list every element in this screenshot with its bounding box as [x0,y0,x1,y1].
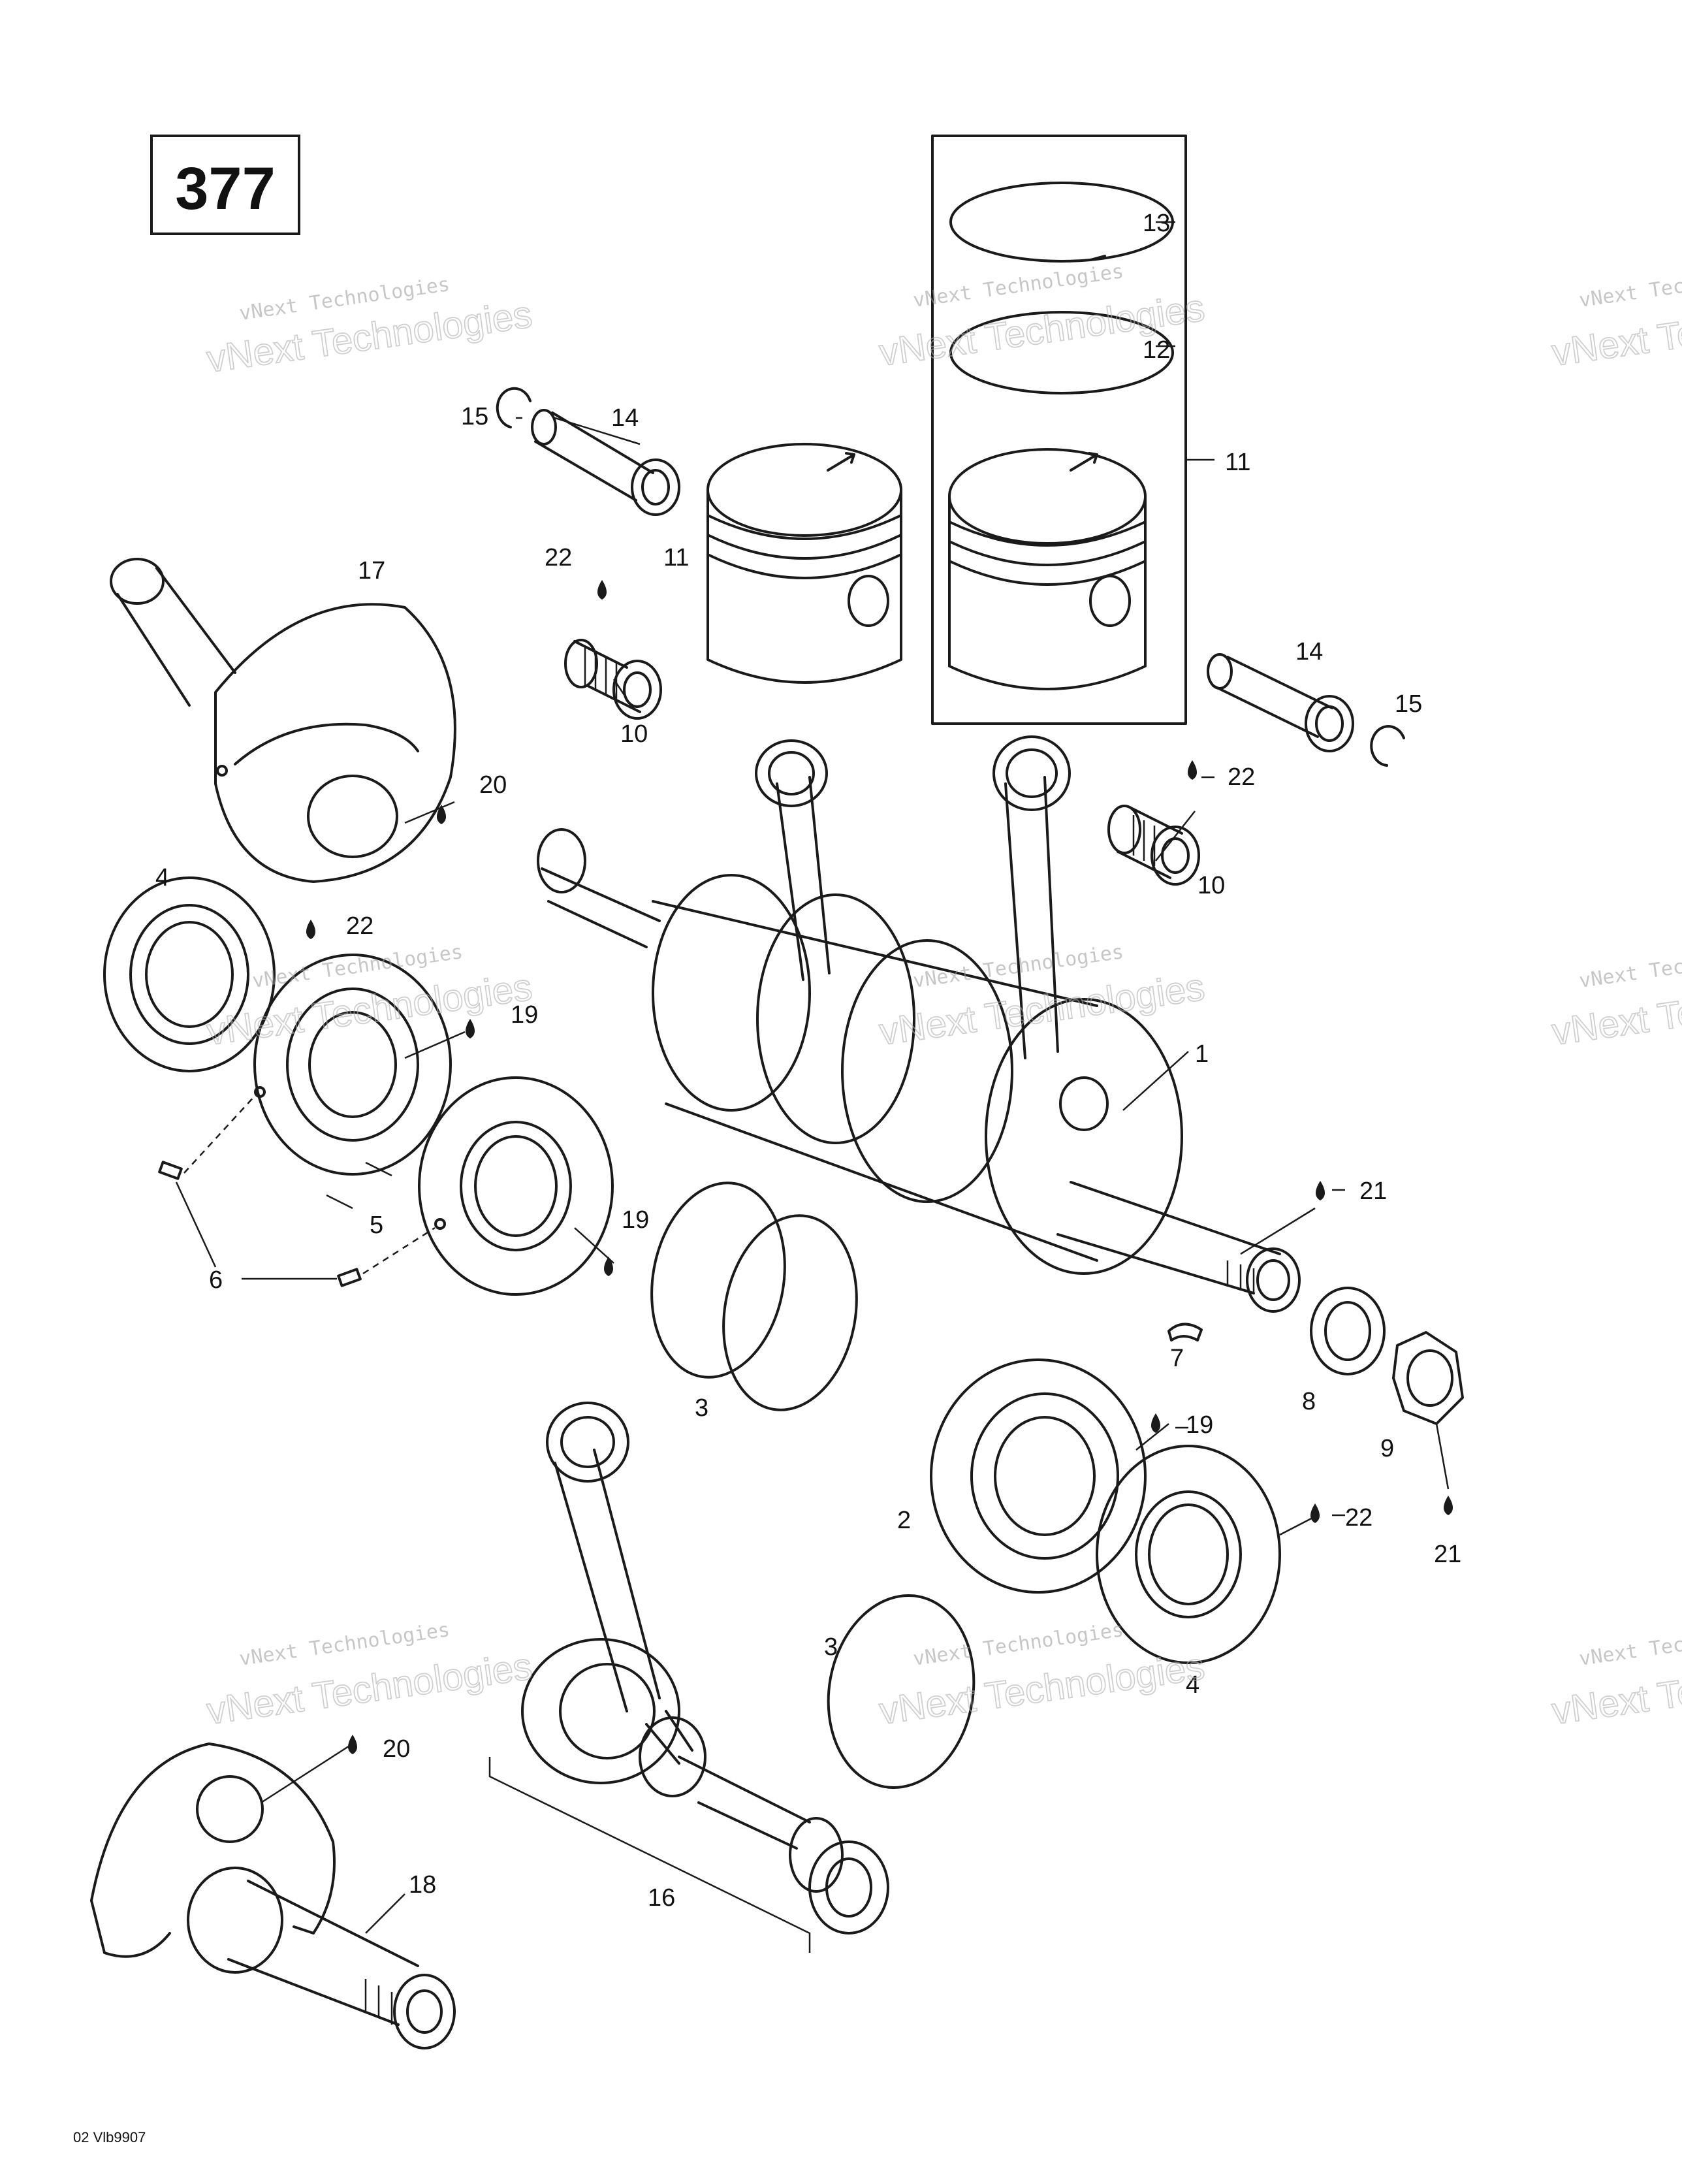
oil-seal-4-left [103,876,276,1072]
callout-21-bottom: 21 [1434,1541,1461,1568]
callout-10-left: 10 [620,720,648,748]
callout-2: 2 [897,1507,911,1534]
callout-5: 5 [370,1212,383,1239]
callout-16: 16 [648,1884,675,1912]
page-number: 377 [175,155,276,222]
callout-4-right: 4 [1186,1671,1199,1699]
callout-12: 12 [1143,336,1170,364]
ball-bearing-5 [253,954,452,1176]
callout-19-bottom: 19 [622,1206,649,1234]
callout-4-left: 4 [155,864,169,891]
needle-bearing-10-left [564,639,662,720]
o-ring-3-upper [650,1181,858,1411]
woodruff-key-7 [1167,1323,1203,1341]
page-number-box: 377 [150,135,300,235]
callout-22-bottom: 22 [1345,1504,1373,1532]
ball-bearing-19-left [418,1076,614,1296]
callout-14-right: 14 [1295,638,1323,666]
hex-nut-9 [1392,1331,1464,1425]
watermark-text: vNext Technologies [1578,260,1682,312]
callout-11-kit: 11 [1225,449,1250,476]
callout-6: 6 [209,1266,223,1294]
piston-ring-13 [949,182,1174,263]
piston-11 [706,443,902,684]
callout-20-bottom: 20 [383,1735,410,1763]
callout-19-top: 19 [511,1001,538,1029]
leader-lines [175,221,1450,1934]
oil-seal-4-right [1096,1445,1281,1664]
circlip-15-right [1370,725,1405,767]
ball-bearing-2 [930,1358,1147,1594]
callout-13: 13 [1143,210,1170,237]
callout-15-right: 15 [1395,690,1422,718]
lock-washer-8 [1310,1287,1386,1375]
o-ring-3-lower [827,1594,976,1789]
dowel-pin-6-top [158,1094,257,1180]
callout-22-left: 22 [346,912,373,940]
piston-ring-12 [949,311,1174,394]
watermark-text: vNext Technologies [1578,940,1682,993]
callout-17: 17 [358,557,385,585]
callout-7: 7 [1170,1345,1184,1372]
footer-code: 02 Vlb9907 [73,2129,146,2145]
callout-15-left: 15 [461,403,488,430]
callout-22-top: 22 [545,544,572,571]
callout-3-lower: 3 [824,1633,838,1661]
callout-19-right: 19 [1186,1411,1213,1439]
connecting-rod-kit-16 [488,1402,889,1953]
crankshaft-assembly-1 [537,735,1301,1313]
callout-11-piston: 11 [663,544,689,571]
callout-1: 1 [1195,1040,1209,1068]
dowel-pin-6-bottom [337,1227,436,1287]
callout-14-left: 14 [611,404,639,432]
callout-8: 8 [1302,1388,1316,1415]
callout-22-right: 22 [1228,763,1255,791]
piston-kit-box [931,135,1187,725]
callout-18: 18 [409,1871,436,1899]
crank-half-18 [90,1742,456,2049]
piston-in-kit [948,448,1147,690]
needle-bearing-10-right [1107,805,1200,886]
watermark-text: vNext Technologies [1578,1618,1682,1671]
callout-21-top: 21 [1359,1178,1387,1205]
wrist-pin-14-left [531,409,680,516]
wrist-pin-14-right [1207,653,1354,752]
callout-3-upper: 3 [695,1394,708,1422]
callout-10-right: 10 [1198,872,1225,899]
callout-labels: 1 2 3 3 4 4 5 6 7 8 9 10 10 11 11 12 13 … [155,210,1461,1912]
oil-drop-icon [306,580,1453,1754]
callout-20-top: 20 [479,771,507,799]
watermarks: vNext Technologies vNext Technologies vN… [204,260,1682,1733]
circlip-15-left [496,387,532,428]
callout-9: 9 [1380,1435,1394,1462]
crank-half-17 [110,558,456,883]
